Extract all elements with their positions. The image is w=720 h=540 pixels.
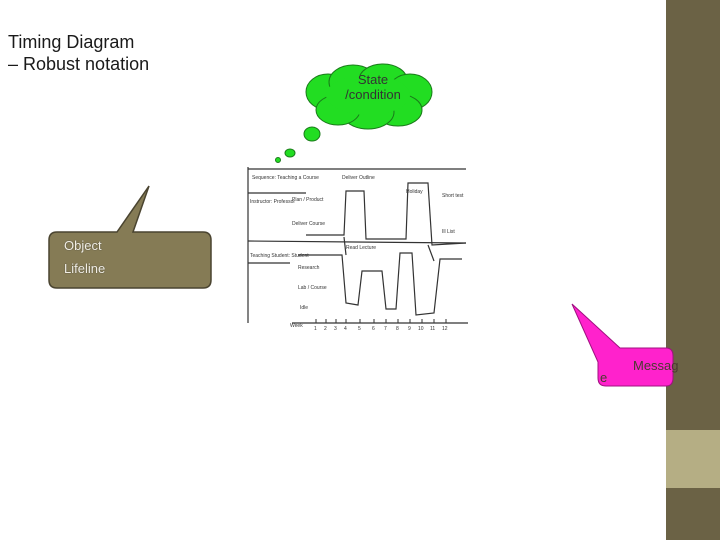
svg-text:Read Lecture: Read Lecture (346, 245, 376, 251)
svg-text:5: 5 (358, 326, 361, 331)
sidebar-band-highlight (666, 430, 720, 488)
sidebar-band-bottom (666, 488, 720, 540)
svg-text:Idle: Idle (300, 305, 308, 311)
condition-label: /condition (345, 87, 401, 102)
svg-text:Deliver Outline: Deliver Outline (342, 175, 375, 181)
state-callout-text: State /condition (328, 72, 418, 102)
object-lifeline-callout (48, 185, 212, 289)
svg-text:Lab / Course: Lab / Course (298, 285, 327, 291)
svg-text:8: 8 (396, 326, 399, 331)
svg-text:Ill List: Ill List (442, 229, 455, 235)
svg-text:10: 10 (418, 326, 424, 331)
svg-text:Holiday: Holiday (406, 189, 423, 195)
object-label: Object (64, 238, 102, 253)
thought-cloud-callout (305, 63, 433, 130)
message-callout (571, 303, 674, 387)
sketch-instructor-label: Instructor: Professor (250, 199, 295, 205)
timing-diagram-sketch: Sequence: Teaching a Course Instructor: … (247, 167, 468, 331)
sketch-week-label: Week (290, 323, 303, 329)
slide-title: Timing Diagram – Robust notation (8, 31, 149, 75)
title-line-2: – Robust notation (8, 54, 150, 74)
sidebar-decoration (666, 0, 720, 540)
title-line-1: Timing Diagram (8, 32, 135, 52)
state-label: State (357, 72, 389, 87)
svg-text:3: 3 (334, 326, 337, 331)
svg-text:4: 4 (344, 326, 347, 331)
svg-text:Deliver Course: Deliver Course (292, 221, 325, 227)
svg-text:12: 12 (442, 326, 448, 331)
sketch-sequence-label: Sequence: Teaching a Course (252, 175, 319, 181)
svg-text:2: 2 (324, 326, 327, 331)
svg-text:Short test: Short test (442, 193, 464, 199)
svg-text:11: 11 (430, 326, 435, 331)
svg-text:6: 6 (372, 326, 375, 331)
thought-bubbles (275, 126, 321, 163)
lifeline-label: Lifeline (64, 261, 106, 276)
sidebar-band-middle (666, 55, 720, 429)
svg-text:Research: Research (298, 265, 320, 271)
svg-text:Plan / Product: Plan / Product (292, 197, 324, 203)
message-label-tail: e (600, 370, 608, 385)
sketch-student-label: Teaching Student: Student (250, 253, 309, 259)
sidebar-band-top (666, 0, 720, 55)
svg-text:7: 7 (384, 326, 387, 331)
svg-text:1: 1 (314, 326, 317, 331)
svg-text:9: 9 (408, 326, 411, 331)
message-label: Messag (633, 358, 679, 373)
